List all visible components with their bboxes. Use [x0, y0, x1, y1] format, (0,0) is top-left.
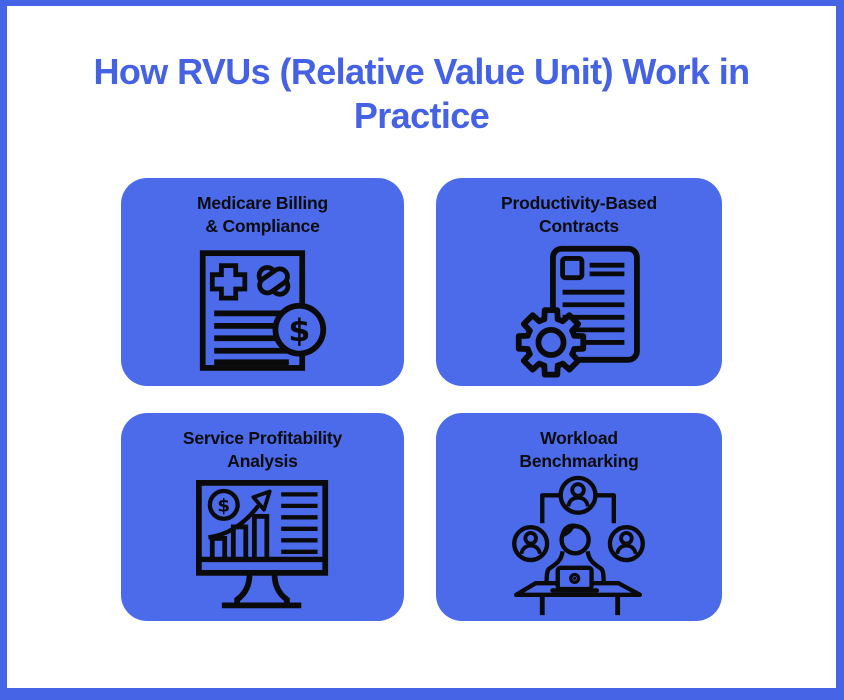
card-workload-benchmarking: Workload Benchmarking — [436, 412, 722, 621]
dollar-coin-icon — [207, 488, 240, 521]
dollar-symbol: $ — [217, 495, 230, 516]
card-title-line: Contracts — [539, 215, 619, 236]
desk-legs — [539, 594, 621, 616]
contract-outline — [550, 245, 640, 363]
card-title: Medicare Billing & Compliance — [197, 192, 328, 238]
card-title-line: Productivity-Based — [501, 192, 657, 213]
contract-square — [560, 255, 585, 280]
page-title: How RVUs (Relative Value Unit) Work in P… — [7, 6, 836, 138]
user-avatar-right-icon — [607, 525, 645, 563]
dollar-symbol: $ — [288, 313, 310, 349]
card-icon-area — [509, 472, 649, 621]
card-title: Service Profitability Analysis — [183, 427, 342, 473]
team-network-desk-icon — [512, 475, 645, 616]
card-grid: Medicare Billing & Compliance — [121, 177, 722, 621]
user-avatar-top-icon — [558, 475, 598, 515]
network-connector-lines — [540, 493, 616, 524]
contract-gear-icon — [515, 245, 640, 378]
page-title-line-2: Practice — [353, 94, 490, 136]
card-title-line: Medicare Billing — [197, 192, 328, 213]
card-title-line: Benchmarking — [519, 450, 639, 471]
pills-icon — [256, 265, 290, 297]
dollar-coin-icon — [272, 302, 326, 357]
profit-analytics-monitor-icon: $ — [195, 479, 328, 608]
card-title: Workload Benchmarking — [519, 427, 638, 473]
page-title-line-1: How RVUs (Relative Value Unit) Work in — [93, 51, 750, 92]
monitor-outline — [195, 479, 328, 576]
growth-arrowhead — [251, 489, 272, 512]
bar-chart-bars — [209, 513, 269, 562]
card-title-line: & Compliance — [205, 215, 320, 236]
monitor-stand — [221, 573, 301, 608]
gear-icon — [515, 306, 587, 378]
user-avatar-left-icon — [512, 525, 550, 563]
worker-person-icon — [544, 523, 606, 587]
card-title-line: Analysis — [227, 450, 298, 471]
card-title-line: Workload — [540, 427, 618, 448]
card-icon-area: $ — [195, 472, 331, 621]
card-icon-area — [514, 237, 644, 386]
card-title-line: Service Profitability — [182, 427, 343, 448]
card-title: Productivity-Based Contracts — [501, 192, 657, 238]
card-icon-area: $ — [197, 237, 329, 386]
card-productivity-contracts: Productivity-Based Contracts — [436, 177, 722, 386]
card-medicare-billing: Medicare Billing & Compliance — [121, 177, 404, 386]
card-service-profitability: Service Profitability Analysis $ — [121, 412, 404, 621]
laptop-icon — [550, 565, 600, 593]
medical-billing-document-icon: $ — [199, 250, 326, 371]
medical-cross-icon — [209, 263, 247, 301]
report-text-lines — [280, 491, 318, 554]
